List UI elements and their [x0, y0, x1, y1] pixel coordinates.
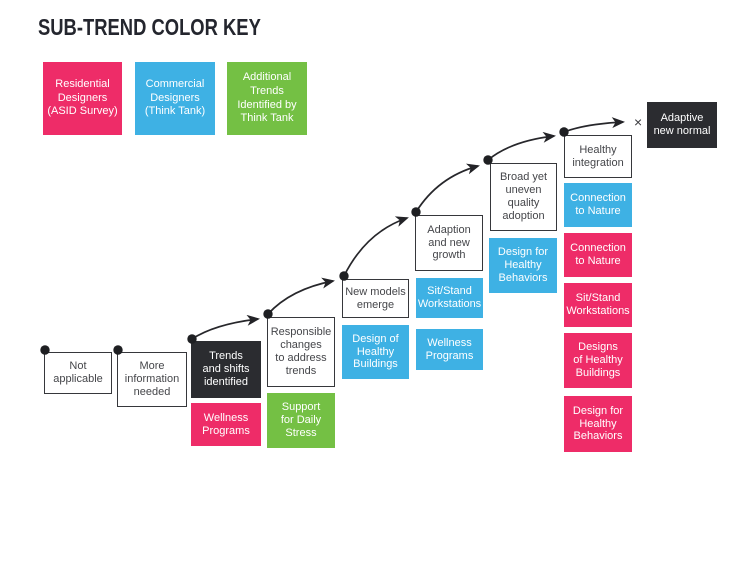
subtrend-connection-to-nature-tt: Connection to Nature — [564, 183, 632, 227]
page-title: SUB-TREND COLOR KEY — [38, 14, 261, 40]
stage-adaptive-new-normal: Adaptive new normal — [647, 102, 717, 148]
stage-broad-yet-uneven-quality-adoption: Broad yet uneven quality adoption — [490, 163, 557, 231]
subtrend-sit-stand-workstations-asid: Sit/Stand Workstations — [564, 283, 632, 327]
stage-more-information-needed: More information needed — [117, 352, 187, 407]
curve-segment-2 — [267, 277, 335, 315]
legend-additional-trends: Additional Trends Identified by Think Ta… — [227, 62, 307, 135]
stage-healthy-integration: Healthy integration — [564, 135, 632, 178]
subtrend-support-for-daily-stress: Support for Daily Stress — [267, 393, 335, 448]
legend-commercial-designers: Commercial Designers (Think Tank) — [135, 62, 215, 135]
subtrend-designs-of-healthy-buildings-asid: Designs of Healthy Buildings — [564, 333, 632, 388]
curve-segment-3 — [343, 216, 409, 277]
curve-segment-6 — [563, 117, 625, 133]
stage-responsible-changes: Responsible changes to address trends — [267, 317, 335, 387]
stage-adaption-and-new-growth: Adaption and new growth — [415, 215, 483, 271]
subtrend-wellness-programs-asid: Wellness Programs — [191, 403, 261, 446]
subtrend-wellness-programs-tt: Wellness Programs — [416, 329, 483, 370]
stage-trends-and-shifts-identified: Trends and shifts identified — [191, 341, 261, 398]
subtrend-design-of-healthy-buildings: Design of Healthy Buildings — [342, 325, 409, 379]
stage-not-applicable: Not applicable — [44, 352, 112, 394]
legend-residential-designers: Residential Designers (ASID Survey) — [43, 62, 122, 135]
subtrend-design-for-healthy-behaviors-asid: Design for Healthy Behaviors — [564, 396, 632, 452]
subtrend-design-for-healthy-behaviors-tt: Design for Healthy Behaviors — [489, 238, 557, 293]
curve-segment-4 — [415, 163, 480, 213]
curve-end-x-marker: × — [634, 114, 643, 130]
subtrend-sit-stand-workstations-tt: Sit/Stand Workstations — [416, 278, 483, 318]
subtrend-connection-to-nature-asid: Connection to Nature — [564, 233, 632, 277]
stage-new-models-emerge: New models emerge — [342, 279, 409, 318]
curve-segment-1 — [191, 314, 260, 340]
curve-segment-5 — [487, 131, 556, 161]
